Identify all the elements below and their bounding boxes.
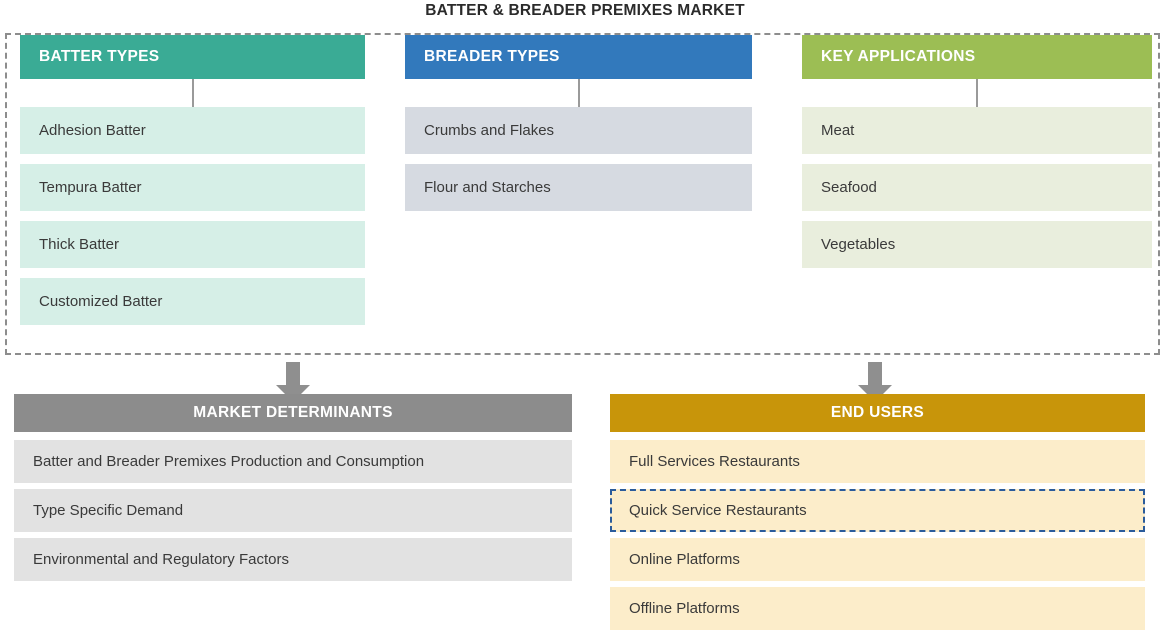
list-item[interactable]: Adhesion Batter bbox=[20, 107, 365, 154]
list-item[interactable]: Tempura Batter bbox=[20, 164, 365, 211]
list-item[interactable]: Vegetables bbox=[802, 221, 1152, 268]
list-item[interactable]: Thick Batter bbox=[20, 221, 365, 268]
list-item[interactable]: Flour and Starches bbox=[405, 164, 752, 211]
connector-line-key-applications bbox=[976, 79, 978, 107]
page-title: BATTER & BREADER PREMIXES MARKET bbox=[425, 2, 745, 19]
list-item[interactable]: Batter and Breader Premixes Production a… bbox=[14, 440, 572, 483]
section-items-market-determinants: Batter and Breader Premixes Production a… bbox=[14, 440, 572, 581]
list-item[interactable]: Online Platforms bbox=[610, 538, 1145, 581]
section-header-market-determinants[interactable]: MARKET DETERMINANTS bbox=[14, 394, 572, 432]
connector-line-batter-types bbox=[191, 79, 194, 107]
list-item[interactable]: Seafood bbox=[802, 164, 1152, 211]
block-market-determinants: MARKET DETERMINANTS Batter and Breader P… bbox=[14, 394, 572, 587]
section-items-end-users: Full Services Restaurants Quick Service … bbox=[610, 440, 1145, 630]
segment-column-key-applications: KEY APPLICATIONS Meat Seafood Vegetables bbox=[802, 35, 1152, 268]
arrow-shaft bbox=[286, 362, 300, 386]
arrow-shaft bbox=[868, 362, 882, 386]
list-item[interactable]: Offline Platforms bbox=[610, 587, 1145, 630]
connector-line-breader-types bbox=[577, 79, 580, 107]
segment-items-batter-types: Adhesion Batter Tempura Batter Thick Bat… bbox=[20, 107, 365, 335]
block-end-users: END USERS Full Services Restaurants Quic… bbox=[610, 394, 1145, 636]
list-item[interactable]: Environmental and Regulatory Factors bbox=[14, 538, 572, 581]
segment-header-batter-types[interactable]: BATTER TYPES bbox=[20, 35, 365, 79]
section-header-end-users[interactable]: END USERS bbox=[610, 394, 1145, 432]
segment-column-batter-types: BATTER TYPES Adhesion Batter Tempura Bat… bbox=[20, 35, 365, 325]
segment-items-breader-types: Crumbs and Flakes Flour and Starches bbox=[405, 107, 752, 221]
segment-header-key-applications[interactable]: KEY APPLICATIONS bbox=[802, 35, 1152, 79]
list-item[interactable]: Full Services Restaurants bbox=[610, 440, 1145, 483]
list-item-selected[interactable]: Quick Service Restaurants bbox=[610, 489, 1145, 532]
segment-items-key-applications: Meat Seafood Vegetables bbox=[802, 107, 1152, 278]
list-item[interactable]: Customized Batter bbox=[20, 278, 365, 325]
list-item[interactable]: Meat bbox=[802, 107, 1152, 154]
list-item[interactable]: Type Specific Demand bbox=[14, 489, 572, 532]
segment-column-breader-types: BREADER TYPES Crumbs and Flakes Flour an… bbox=[405, 35, 752, 211]
list-item[interactable]: Crumbs and Flakes bbox=[405, 107, 752, 154]
market-segments-container: BATTER TYPES Adhesion Batter Tempura Bat… bbox=[5, 33, 1160, 355]
segment-header-breader-types[interactable]: BREADER TYPES bbox=[405, 35, 752, 79]
